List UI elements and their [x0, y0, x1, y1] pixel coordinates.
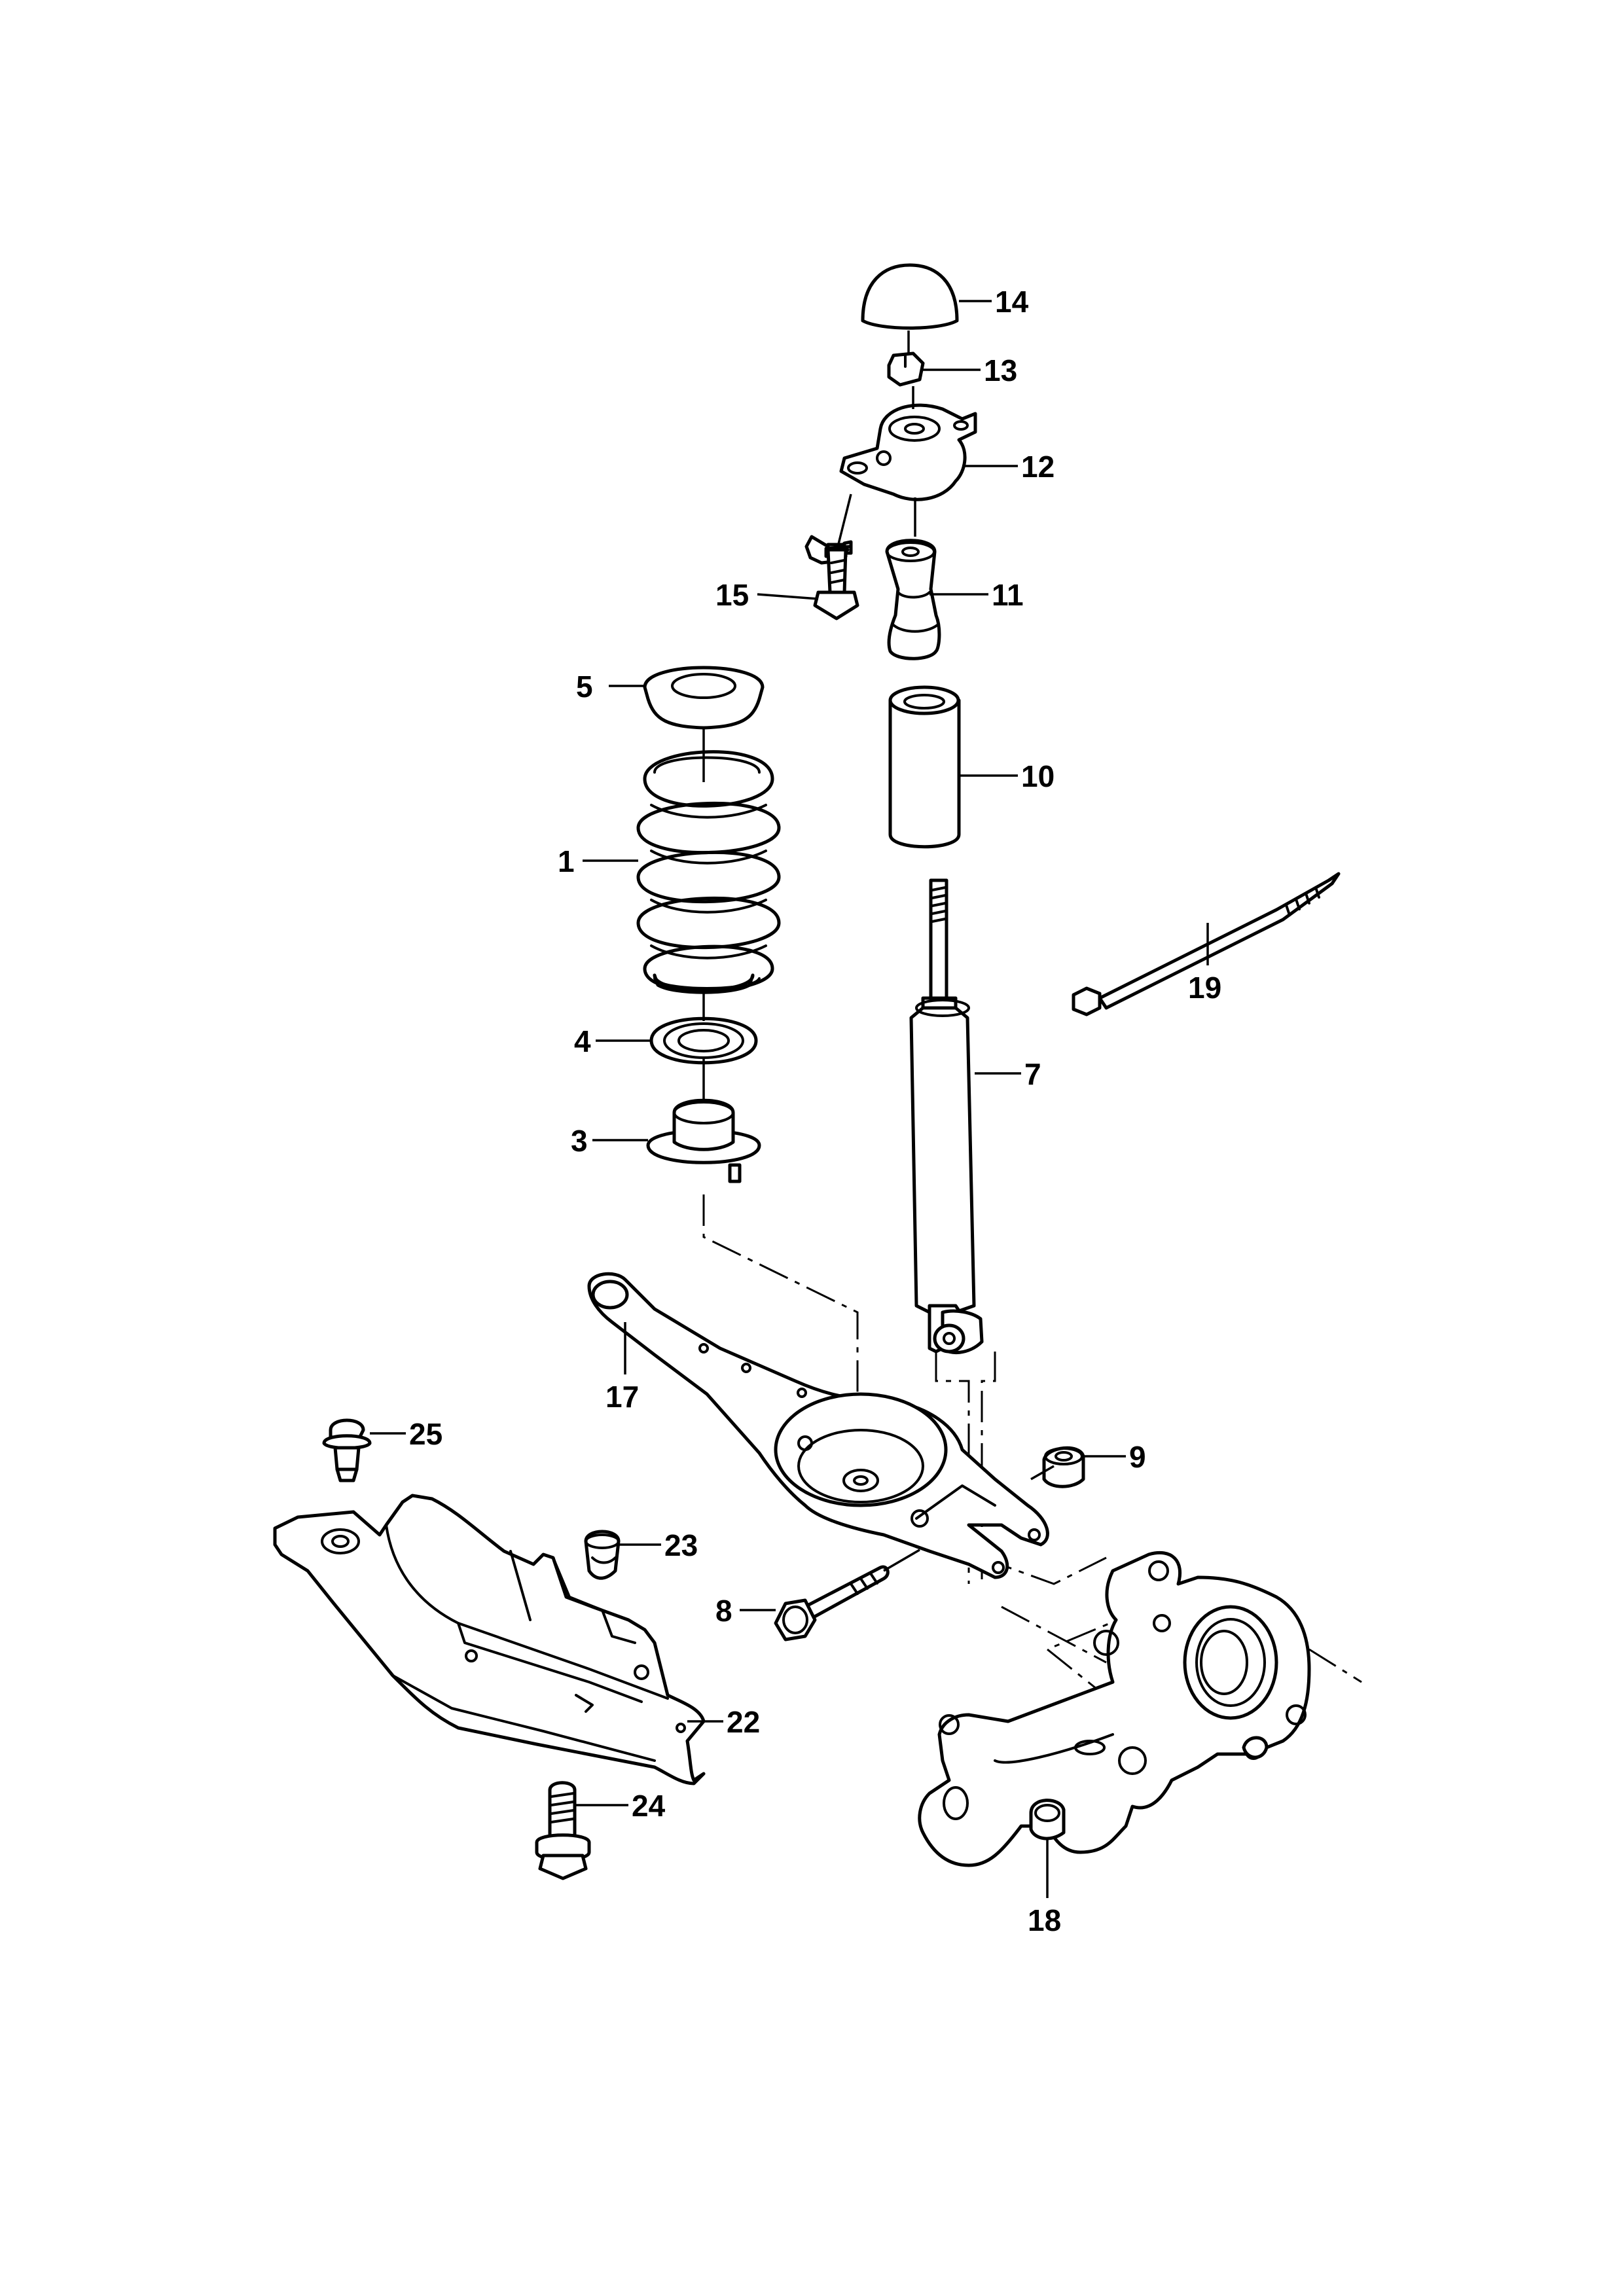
part-13-nut — [887, 351, 925, 387]
callout-19: 19 — [1188, 971, 1221, 1005]
callout-4: 4 — [574, 1024, 591, 1058]
part-15-bolt — [804, 535, 859, 620]
callout-22: 22 — [727, 1705, 760, 1739]
part-3-lower-spring-seat — [646, 1098, 761, 1183]
callout-8: 8 — [715, 1594, 732, 1628]
callout-3: 3 — [571, 1124, 588, 1158]
part-18-wheel-bearing-housing — [918, 1551, 1311, 1867]
callout-5: 5 — [576, 670, 593, 704]
part-23-bushing — [584, 1530, 621, 1580]
callout-23: 23 — [664, 1528, 698, 1562]
part-19-cable-tie — [1072, 872, 1341, 1016]
part-9-nut — [1042, 1446, 1085, 1488]
part-22-underbody-panel — [273, 1494, 706, 1785]
part-8-bolt — [774, 1565, 890, 1641]
callout-24: 24 — [632, 1789, 666, 1823]
part-24-bolt — [535, 1781, 591, 1880]
callout-7: 7 — [1024, 1057, 1041, 1091]
callout-labels: 14 13 12 15 11 5 10 1 19 4 7 3 17 25 9 2… — [409, 285, 1221, 1937]
callout-15: 15 — [715, 578, 749, 612]
callout-17: 17 — [605, 1380, 639, 1414]
part-1-coil-spring — [636, 750, 781, 994]
part-5-upper-spring-seat — [643, 666, 765, 730]
callout-14: 14 — [995, 285, 1029, 319]
part-14-cap — [861, 263, 959, 330]
leader-lines — [370, 300, 1209, 1898]
part-4-spring-isolator — [649, 1016, 758, 1065]
callout-10: 10 — [1021, 759, 1055, 793]
callout-13: 13 — [984, 353, 1017, 387]
callout-11: 11 — [992, 578, 1024, 612]
callout-9: 9 — [1129, 1440, 1146, 1474]
callout-1: 1 — [558, 844, 575, 878]
part-17-lower-control-arm — [587, 1272, 1049, 1579]
callout-18: 18 — [1028, 1903, 1061, 1937]
callout-12: 12 — [1021, 450, 1055, 484]
callout-25: 25 — [409, 1417, 442, 1451]
part-11-bump-stop — [885, 539, 941, 660]
part-7-shock-absorber — [909, 878, 984, 1355]
part-10-dust-cover — [888, 685, 961, 849]
part-25-clip — [322, 1418, 372, 1482]
part-12-top-mount — [839, 403, 977, 501]
